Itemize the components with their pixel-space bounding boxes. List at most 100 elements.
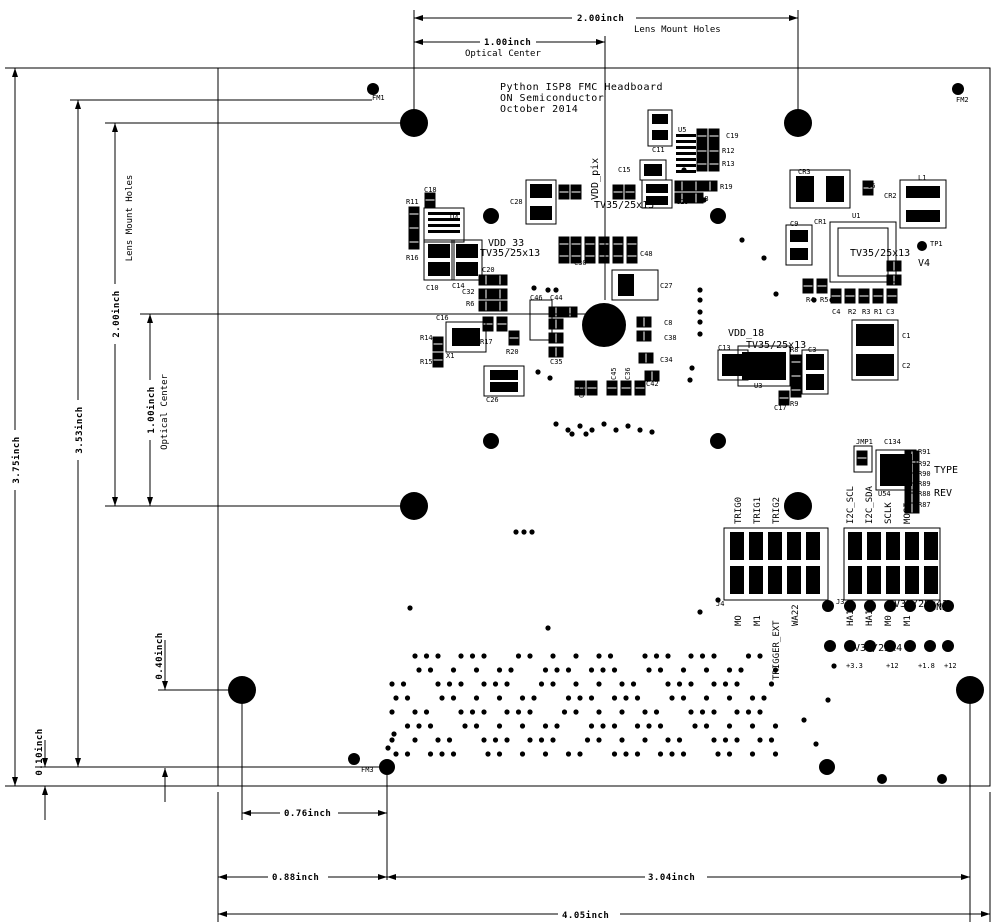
dim-top-100-caption: Optical Center [465,49,541,59]
via-dot [665,653,671,659]
fiducial-fm2-label: FM2 [956,96,969,104]
j3-pin-i2c-sda: I2C_SDA [865,485,875,524]
passive-pad [627,256,637,263]
passive-pad [697,144,707,151]
label-r18: R18 [696,195,709,203]
dim-bottom-405: 4.05inch [562,910,609,921]
passive-pad [587,381,597,388]
via-dot [701,197,707,203]
passive-outline [708,156,720,172]
via-dot [389,737,395,743]
label-r11: R11 [406,198,419,206]
passive-outline [844,288,856,304]
passive-pad [479,275,486,285]
via-dot [569,431,575,437]
label-cr2: CR2 [884,192,897,200]
via-dot [681,167,687,173]
via-dot [757,653,763,659]
via-dot [601,421,607,427]
passive-outline [904,450,920,462]
passive-pad [912,503,919,513]
passive-pad [703,181,710,191]
passive-pad [894,275,901,285]
passive-pad [409,228,419,235]
label-c42: C42 [646,380,659,388]
via-dot [439,695,445,701]
j4-pin-trig1: TRIG1 [753,497,763,524]
passive-outline [858,288,870,304]
via-dot [412,653,418,659]
net-tv-4: TV35/25x4 [848,643,902,654]
label-r2: R2 [848,308,856,316]
passive-pad [486,289,493,299]
passive-pad [639,353,646,363]
passive-pad [637,317,644,327]
label-c11: C11 [652,146,665,154]
dim-left-010: 0.10inch [34,728,45,775]
passive-outline [606,380,618,396]
component-outlines [423,109,947,601]
via-dot [611,751,618,757]
via-dot [768,681,775,687]
via-hole [819,759,835,775]
passive-outline [570,248,582,264]
via-dot [589,427,595,433]
via-dot [553,287,559,293]
via-dot [496,723,503,729]
passive-pad [556,347,563,357]
via-dot [404,751,411,757]
label-u3: U3 [754,382,762,390]
label-c14: C14 [452,282,465,290]
j4-pin-trig0: TRIG0 [734,497,744,524]
label-c32: C32 [462,288,475,296]
via-dot [565,427,571,433]
power-pad [824,640,836,652]
passive-pad [873,289,883,296]
passive-pad [709,129,719,136]
via-dot [649,429,655,435]
via-dot [485,751,491,757]
passive-pad [500,289,507,299]
via-dot [642,737,648,743]
via-dot [772,667,779,673]
via-dot [393,695,399,701]
dimension-arrows [12,15,990,917]
board-mount-hole-left [228,676,256,704]
via-dot [439,751,445,757]
j3-pin-i2c-scl: I2C_SCL [846,486,856,524]
via-dot [619,681,625,687]
passive-pad [559,237,569,244]
via-dot [749,695,756,701]
passive-pad [905,473,912,483]
j4-pin-wa22: WA22 [791,604,801,626]
via-dot [761,255,767,261]
via-dot [596,653,602,659]
via-dot [531,695,537,701]
passive-pad [791,376,801,383]
passive-pad [571,256,581,263]
via-dot [550,653,556,659]
via-dot [745,653,752,659]
passive-pad [817,286,827,293]
via-dot [634,751,641,757]
passive-pad [675,181,682,191]
label-r9: R9 [790,400,798,408]
passive-pad [570,307,577,317]
via-dot [385,745,391,751]
via-dot [435,681,441,687]
net-rev: REV [934,488,952,499]
passive-outline [644,370,660,382]
passive-pad [493,289,500,299]
via-dot [611,723,618,729]
passive-pad [571,249,581,256]
dim-left-353: 3.53inch [74,406,85,453]
label-c36: C36 [624,367,632,380]
via-dot [553,421,559,427]
via-dot [715,751,721,757]
via-dot [473,723,480,729]
power-pad [942,600,954,612]
title-line-2: ON Semiconductor [500,93,604,104]
power-1v8: +1.8 [918,662,935,670]
label-c27: C27 [660,282,673,290]
